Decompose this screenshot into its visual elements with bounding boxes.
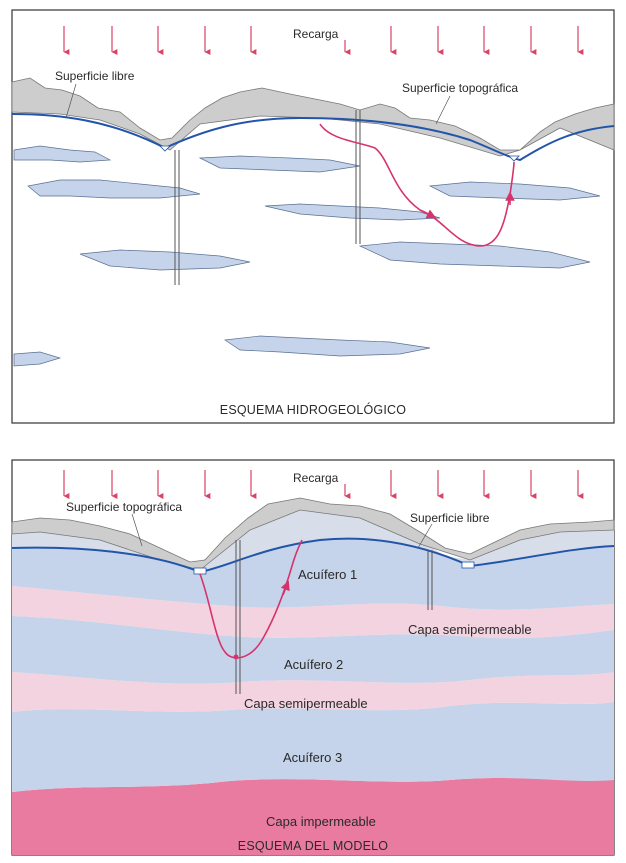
- semipermeable-1-label: Capa semipermeable: [408, 622, 532, 637]
- semipermeable-2-label: Capa semipermeable: [244, 696, 368, 711]
- topographic-surface-label-top: Superficie topográfica: [402, 81, 518, 95]
- recharge-label-top: Recarga: [293, 27, 339, 41]
- water-table-label-top: Superficie libre: [55, 69, 135, 83]
- water-level-marker: [462, 562, 474, 568]
- hydrogeological-scheme-panel: Recarga Superficie libre Superficie topo…: [12, 10, 614, 423]
- recharge-label-bottom: Recarga: [293, 471, 339, 485]
- water-level-marker: [194, 568, 206, 574]
- impermeable-label: Capa impermeable: [266, 814, 376, 829]
- model-scheme-panel: Recarga Superficie topográfica Superfici…: [12, 460, 614, 855]
- aquifer-3-label: Acuífero 3: [283, 750, 342, 765]
- top-panel-caption: ESQUEMA HIDROGEOLÓGICO: [220, 402, 406, 417]
- flow-point: [234, 655, 239, 660]
- aquifer-2-label: Acuífero 2: [284, 657, 343, 672]
- bottom-panel-caption: ESQUEMA DEL MODELO: [238, 839, 388, 853]
- water-table-label-bottom: Superficie libre: [410, 511, 490, 525]
- aquifer-1-label: Acuífero 1: [298, 567, 357, 582]
- aquifer-3-layer: [12, 702, 614, 792]
- topographic-surface-label-bottom: Superficie topográfica: [66, 500, 182, 514]
